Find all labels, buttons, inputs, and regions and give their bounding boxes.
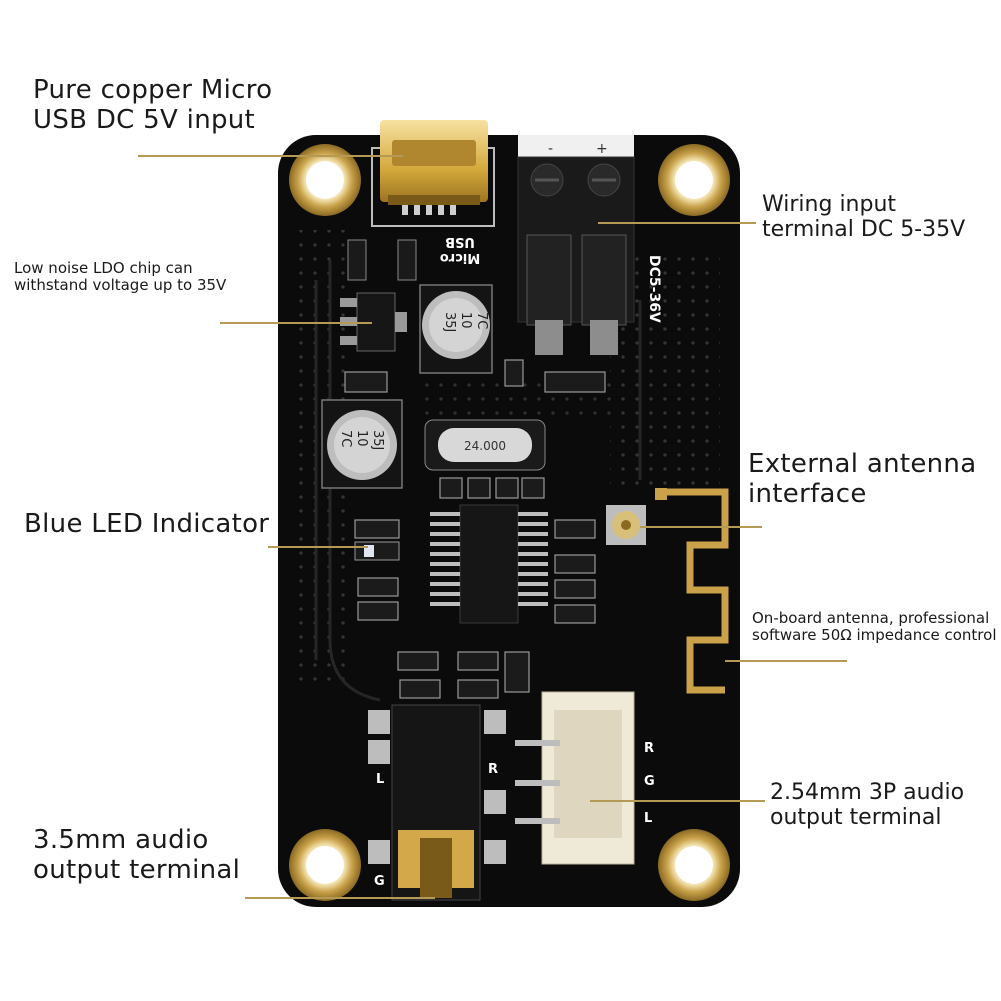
jack-g-mark: G	[374, 874, 385, 889]
callout-onboard-antenna-line1: On-board antenna, professional	[752, 609, 990, 627]
callout-ldo: Low noise LDO chip can withstand voltage…	[14, 259, 227, 295]
leader-onboard-antenna	[725, 660, 847, 662]
callout-onboard-antenna-line2: software 50Ω impedance control	[752, 626, 997, 645]
callout-ext-antenna-line2: interface	[748, 478, 867, 509]
callout-header-line1: 2.54mm 3P audio	[770, 780, 965, 805]
callout-led: Blue LED Indicator	[24, 509, 270, 540]
ipex-connector	[606, 505, 646, 545]
callout-usb: Pure copper Micro USB DC 5V input	[33, 75, 273, 136]
callout-onboard-antenna: On-board antenna, professional software …	[752, 609, 997, 645]
leader-ext-antenna	[640, 526, 762, 528]
terminal-plus-label: +	[596, 141, 608, 157]
mounting-hole-top-right	[658, 144, 730, 216]
callout-led-text: Blue LED Indicator	[24, 509, 270, 539]
callout-terminal: Wiring input terminal DC 5-35V	[762, 192, 965, 243]
capacitor-top: 7C 10 35J	[419, 284, 493, 374]
callout-ldo-line2: withstand voltage up to 35V	[14, 276, 227, 295]
callout-ext-antenna-line1: External antenna	[748, 449, 977, 479]
blue-led	[354, 541, 400, 561]
leader-led	[268, 546, 368, 548]
ldo-chip	[340, 239, 417, 352]
cap-left-code-1: 7C	[338, 430, 353, 447]
callout-usb-line2: USB DC 5V input	[33, 104, 256, 135]
callout-jack: 3.5mm audio output terminal	[33, 825, 241, 886]
usb-silkscreen-micro: Micro	[440, 250, 481, 265]
header-3p: R G L	[515, 691, 655, 865]
jack-l-mark: L	[376, 772, 384, 787]
bluetooth-audio-ic	[430, 504, 548, 624]
micro-usb-connector: USB Micro	[371, 120, 495, 265]
pcb-antenna-trace	[662, 488, 729, 694]
cap-left-code-3: 35J	[370, 430, 385, 450]
cap-top-code-3: 35J	[442, 312, 457, 332]
screw-terminal: - + DC5-36V	[517, 135, 662, 355]
mounting-hole-top-left	[289, 144, 361, 216]
audio-jack-3-5mm: L R G	[368, 704, 506, 901]
header-r-mark: R	[644, 741, 654, 756]
callout-header-line2: output terminal	[770, 805, 942, 831]
leader-ldo	[220, 322, 372, 324]
callout-ext-antenna: External antenna interface	[748, 449, 977, 510]
callout-usb-line1: Pure copper Micro	[33, 75, 273, 105]
smd-components	[344, 359, 606, 699]
cap-top-code-2: 10	[458, 312, 473, 329]
cap-left-code-2: 10	[354, 430, 369, 447]
jack-r-mark: R	[488, 762, 498, 777]
callout-ldo-line1: Low noise LDO chip can	[14, 259, 193, 277]
usb-silkscreen-usb: USB	[445, 234, 475, 249]
mounting-hole-bottom-right	[658, 829, 730, 901]
header-l-mark: L	[644, 811, 652, 826]
leader-usb	[138, 155, 403, 157]
leader-jack	[245, 897, 435, 899]
mounting-hole-bottom-left	[289, 829, 361, 901]
callout-jack-line2: output terminal	[33, 854, 241, 885]
callout-terminal-line1: Wiring input	[762, 192, 897, 217]
terminal-rating-label: DC5-36V	[646, 255, 662, 323]
capacitor-left: 7C 10 35J	[321, 399, 403, 489]
terminal-minus-label: -	[548, 141, 553, 157]
header-g-mark: G	[644, 774, 655, 789]
callout-header: 2.54mm 3P audio output terminal	[770, 780, 964, 831]
callout-terminal-line2: terminal DC 5-35V	[762, 217, 966, 243]
crystal-frequency: 24.000	[464, 439, 506, 453]
leader-terminal	[598, 222, 756, 224]
leader-header	[590, 800, 765, 802]
cap-top-code-1: 7C	[474, 312, 489, 329]
callout-jack-line1: 3.5mm audio	[33, 825, 209, 855]
crystal-oscillator: 24.000	[424, 419, 546, 471]
